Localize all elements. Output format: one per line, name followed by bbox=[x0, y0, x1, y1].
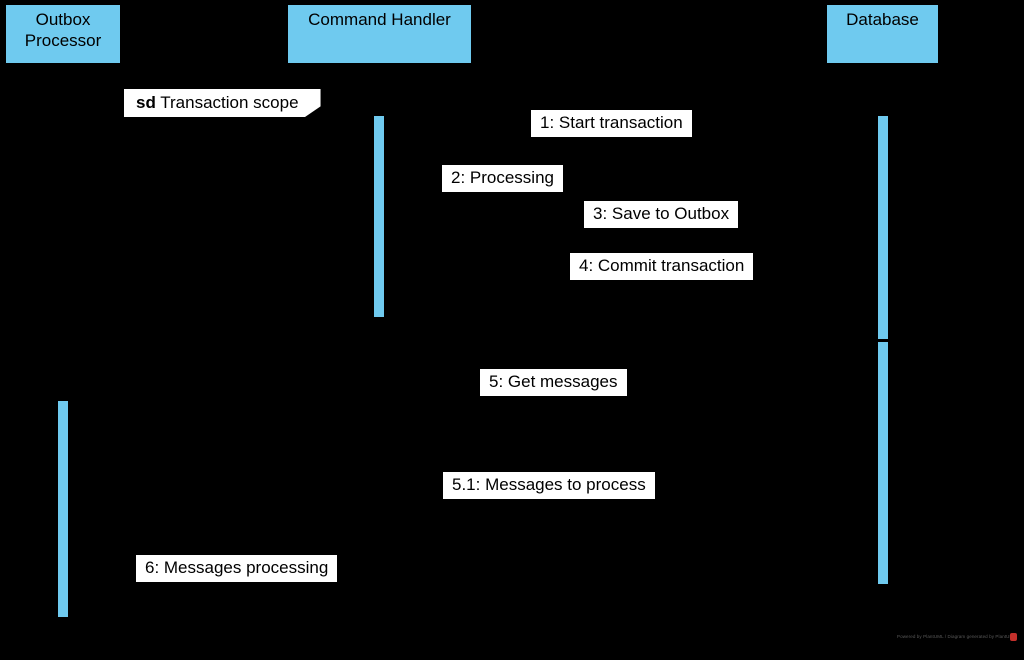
lifeline-outbox-processor bbox=[63, 65, 64, 640]
message-label-2: 2: Processing bbox=[442, 165, 563, 192]
fragment-tab-transaction-scope: sd Transaction scope bbox=[124, 89, 321, 118]
message-arrowhead-2 bbox=[385, 191, 395, 203]
fragment-label: Transaction scope bbox=[160, 93, 299, 112]
message-arrow-3 bbox=[385, 238, 877, 240]
watermark-logo-icon bbox=[1010, 633, 1017, 641]
message-label-1: 1: Start transaction bbox=[531, 110, 692, 137]
activation-outbox-processor bbox=[57, 400, 69, 618]
message-label-6: 6: Messages processing bbox=[136, 555, 338, 582]
participant-outbox-processor[interactable]: Outbox Processor bbox=[4, 3, 122, 65]
message-arrow-5-1 bbox=[69, 510, 877, 512]
watermark-text: Powered by PlantUML / Diagram generated … bbox=[897, 634, 1016, 639]
fragment-keyword: sd bbox=[136, 93, 156, 112]
message-arrow-1 bbox=[385, 147, 877, 149]
message-arrow-2 bbox=[385, 196, 445, 198]
message-arrowhead-6 bbox=[69, 588, 79, 600]
activation-database-break bbox=[875, 339, 891, 341]
message-arrow-5 bbox=[69, 406, 877, 408]
activation-database-lower bbox=[877, 341, 889, 585]
lifeline-command-handler bbox=[379, 65, 380, 640]
message-label-4: 4: Commit transaction bbox=[570, 253, 754, 280]
message-arrow-6 bbox=[69, 593, 129, 595]
message-label-3: 3: Save to Outbox bbox=[584, 201, 739, 228]
participant-database[interactable]: Database bbox=[825, 3, 940, 65]
activation-command-handler bbox=[373, 115, 385, 318]
message-label-5: 5: Get messages bbox=[480, 369, 627, 396]
message-arrow-4 bbox=[385, 290, 877, 292]
message-arrowhead-3 bbox=[867, 233, 877, 245]
activation-database-upper bbox=[877, 115, 889, 341]
message-arrowhead-1 bbox=[867, 142, 877, 154]
message-arrowhead-4 bbox=[867, 285, 877, 297]
participant-command-handler[interactable]: Command Handler bbox=[286, 3, 473, 65]
message-arrowhead-5 bbox=[867, 401, 877, 413]
fragment-frame-transaction-scope bbox=[124, 89, 914, 334]
message-arrowhead-5-1 bbox=[69, 505, 79, 517]
message-label-5-1: 5.1: Messages to process bbox=[443, 472, 655, 499]
